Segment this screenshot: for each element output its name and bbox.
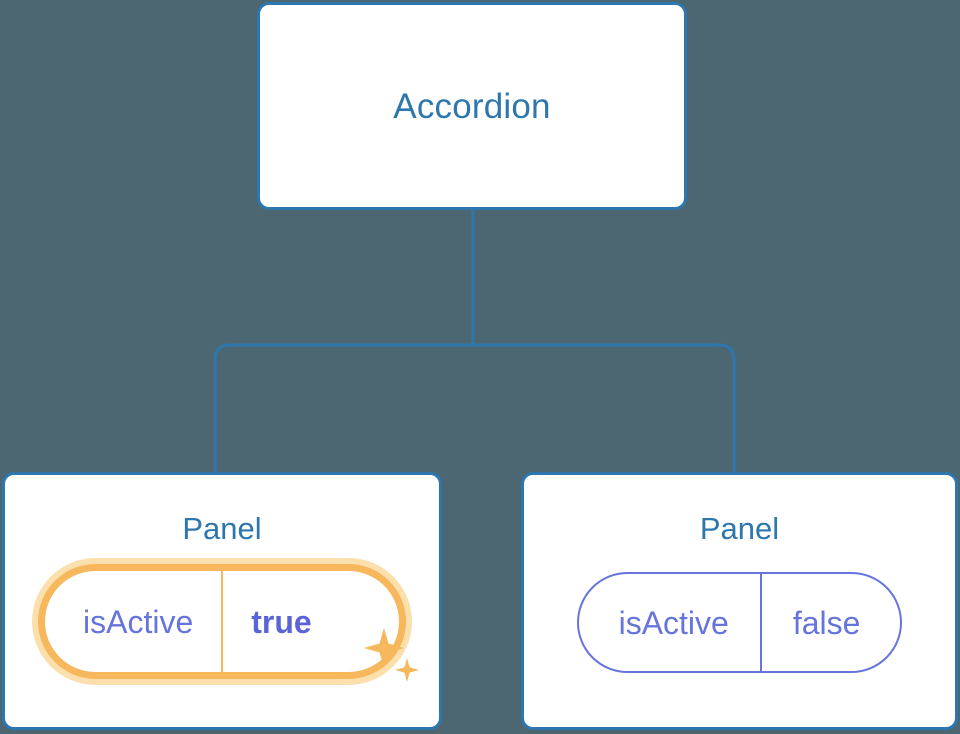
prop-key-isactive: isActive xyxy=(83,603,194,640)
node-panel-active[interactable]: Panel isActive true xyxy=(2,472,442,730)
node-accordion[interactable]: Accordion xyxy=(257,2,687,210)
prop-value-isactive: true xyxy=(221,571,349,672)
prop-pill-body: isActive true xyxy=(45,571,399,672)
prop-pill-highlighted[interactable]: isActive true xyxy=(32,558,419,685)
connector-branch-bar xyxy=(213,343,736,474)
node-panel-active-title: Panel xyxy=(182,511,262,546)
node-panel-inactive-title: Panel xyxy=(699,511,780,546)
node-accordion-title: Accordion xyxy=(393,86,551,126)
prop-value-isactive: false xyxy=(759,574,901,671)
prop-key-isactive: isActive xyxy=(618,604,729,641)
node-panel-inactive[interactable]: Panel isActive false xyxy=(521,472,958,730)
sparkle-small-icon xyxy=(395,658,419,682)
prop-pill-plain[interactable]: isActive false xyxy=(576,572,903,673)
